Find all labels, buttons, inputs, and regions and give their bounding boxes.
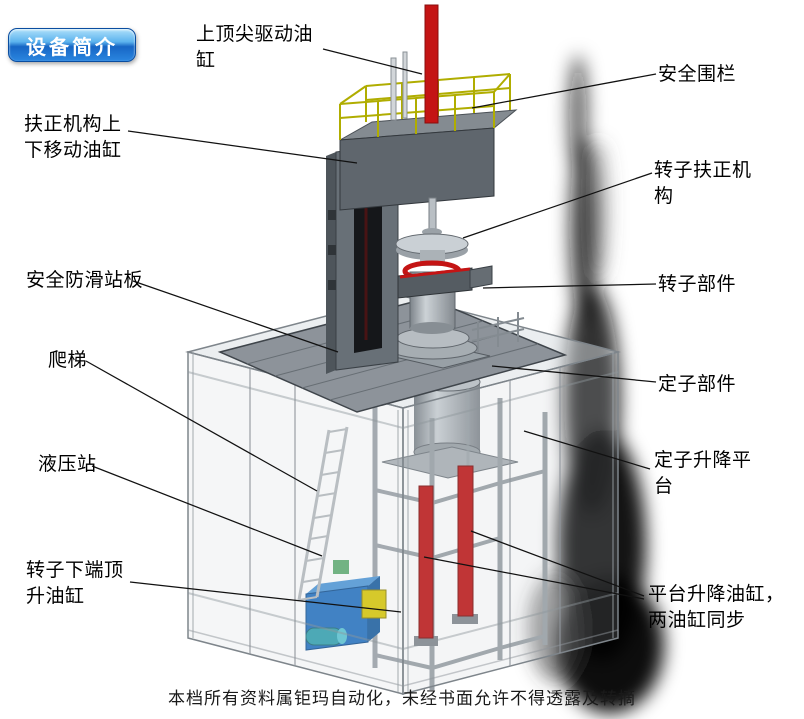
title-badge-label: 设备简介 (26, 36, 118, 59)
leader-hydraulic-station (91, 465, 323, 557)
leader-stator-parts (491, 365, 657, 383)
callout-platform-lift-cylinders: 平台升降油缸，两油缸同步 (648, 584, 785, 631)
leader-rotor-parts (482, 283, 657, 289)
callout-ladder: 爬梯 (48, 350, 88, 371)
callout-hydraulic-station: 液压站 (38, 454, 97, 475)
leader-centering-lift-cylinder (127, 130, 358, 164)
callout-stator-lift-platform: 定子升降平台 (654, 450, 752, 497)
callout-anti-slip-platform: 安全防滑站板 (26, 270, 144, 291)
top-drive-cylinder-rod (424, 4, 439, 124)
callout-rotor-bottom-jack-cylinder: 转子下端顶升油缸 (26, 560, 124, 607)
footer-note: 本档所有资料属钜玛自动化，未经书面允许不得透露及转摘 (168, 689, 636, 708)
leader-platform-lift-cylinder-b (423, 556, 645, 600)
callout-rotor-centering-mechanism: 转子扶正机构 (654, 160, 752, 207)
leader-rotor-bottom-jack-cylinder (129, 581, 402, 613)
hydraulic-station-unit (305, 560, 387, 651)
leader-anti-slip-platform (132, 280, 339, 353)
callout-centering-lift-cylinder: 扶正机构上下移动油缸 (24, 114, 122, 161)
leader-rotor-centering-mechanism (462, 172, 653, 239)
leader-safety-fence (471, 73, 657, 109)
platform-side-rack (471, 312, 525, 352)
access-ladder (297, 426, 349, 601)
title-badge: 设备简介 (8, 28, 136, 62)
callout-stator-parts: 定子部件 (658, 374, 737, 395)
head-crossbeam (339, 109, 518, 211)
platform-lift-cylinder-rods (414, 465, 478, 646)
leader-stator-lift-platform (523, 430, 651, 470)
leader-platform-lift-cylinder-a (470, 530, 645, 597)
callout-safety-fence: 安全围栏 (658, 64, 737, 85)
leader-top-drive-cylinder (322, 48, 423, 75)
leader-ladder (85, 360, 318, 492)
guide-rods (390, 51, 408, 121)
callout-rotor-parts: 转子部件 (658, 274, 737, 295)
callout-top-drive-cylinder: 上顶尖驱动油缸 (196, 24, 314, 71)
rotor-base-plates (385, 327, 491, 369)
rotor-centering-arm (397, 265, 493, 299)
